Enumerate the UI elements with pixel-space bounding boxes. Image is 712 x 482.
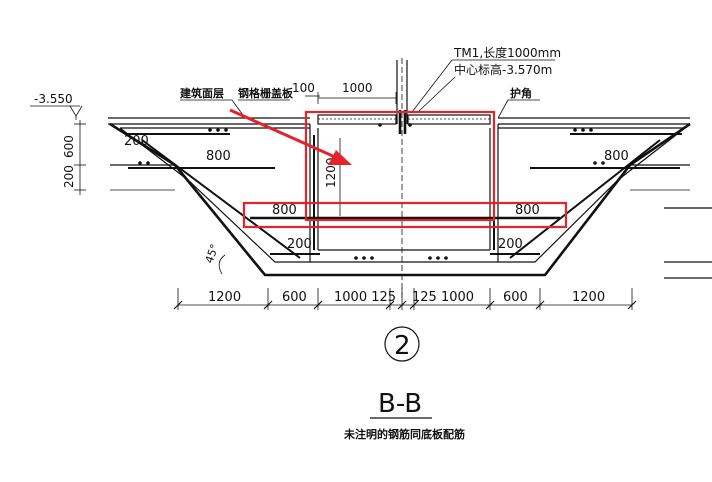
red-highlights <box>229 108 568 229</box>
grating-cover <box>317 114 491 125</box>
slab-200-left-label: 200 <box>124 134 149 149</box>
left-dimensions: 600 200 <box>62 120 86 195</box>
center-axis <box>396 58 408 300</box>
finish-layer-label: 建筑面层 <box>180 86 224 100</box>
bottom-dim-1: 600 <box>282 290 307 305</box>
highlight-trench-box <box>304 110 496 222</box>
bottom-dimension-chain: 1200 600 1000 125 125 1000 600 1200 <box>173 288 637 310</box>
angle-45-label: 45° <box>203 242 222 265</box>
elevation-marker: -3.550 <box>30 92 83 120</box>
tm1-label: TM1,长度1000mm <box>453 45 561 60</box>
bottom-dim-5: 1200 <box>572 290 605 305</box>
dim-200-label: 200 <box>62 165 76 188</box>
center-elevation-label: 中心标高-3.570m <box>454 62 552 77</box>
highlight-arrow-head <box>328 150 352 165</box>
right-edge-lines <box>664 207 712 279</box>
bottom-dim-2: 1000 125 <box>334 290 396 305</box>
corner-guard-label: 护角 <box>510 86 532 100</box>
dim-100-label: 100 <box>292 81 315 95</box>
trench-outline <box>109 122 691 277</box>
highlight-arrow-line <box>229 108 336 159</box>
depth-1200-label: 1200 <box>324 157 338 188</box>
note-text: 未注明的钢筋同底板配筋 <box>343 427 465 441</box>
highlight-bottom-strip <box>242 201 568 229</box>
span-800-left-top: 800 <box>206 149 231 164</box>
bottom-dim-4: 600 <box>503 290 528 305</box>
bottom-dim-0: 1200 <box>208 290 241 305</box>
span-800-left-bottom: 800 <box>272 203 297 218</box>
section-labels: 200 800 800 1200 800 800 200 200 45° <box>124 134 629 275</box>
grating-cover-label: 钢格栅盖板 <box>238 86 294 100</box>
callout-circle: 2 <box>384 326 420 362</box>
section-title-block: B-B 未注明的钢筋同底板配筋 <box>343 389 465 441</box>
span-800-right-bottom: 800 <box>515 203 540 218</box>
top-annotations: 建筑面层 钢格栅盖板 100 1000 TM1,长度1000mm 中心标高-3.… <box>180 45 561 119</box>
dim-600-label: 600 <box>62 135 76 158</box>
bottom-dim-3: 125 1000 <box>412 290 474 305</box>
dim-top-1000-label: 1000 <box>342 81 373 95</box>
floor-surface <box>108 117 690 191</box>
callout-number: 2 <box>394 331 411 361</box>
rebars <box>125 133 682 259</box>
rebar-dots <box>138 123 605 260</box>
elevation-label: -3.550 <box>34 92 73 106</box>
span-800-right-top: 800 <box>604 149 629 164</box>
bottom-200-left-label: 200 <box>287 237 312 252</box>
section-title: B-B <box>378 389 422 419</box>
bottom-200-right-label: 200 <box>498 237 523 252</box>
